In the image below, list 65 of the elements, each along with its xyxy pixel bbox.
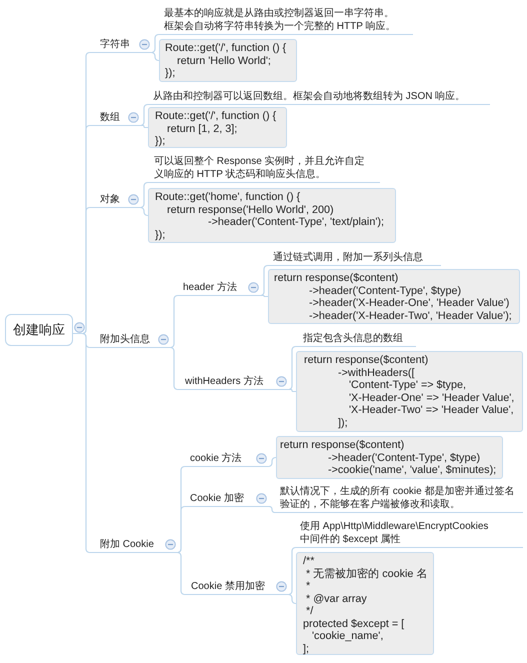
code-line: return [1, 2, 3]; [167,122,238,135]
code-block [159,39,297,82]
code-line: ->header('X-Header-One', 'Header Value') [309,297,510,310]
code-line: Route::get('home', function () { [155,191,300,204]
code-block [296,552,434,655]
code-line: * 无需被加密的 cookie 名 [306,568,428,580]
code-line: ]); [338,416,348,429]
code-line: return response($content) [304,354,428,366]
code-line: 'X-Header-Two' => 'Header Value', [349,404,514,416]
code-line: }); [155,135,166,148]
code-block [268,269,520,324]
code-line: Route::get('/', function () { [165,42,286,54]
code-line: return response($content) [274,272,398,284]
connector-line [139,206,149,216]
code-line: ->withHeaders([ [338,366,415,379]
code-line: 'X-Header-One' => 'Header Value', [349,392,514,404]
description-topic: 最基本的响应就是从路由或控制器返回一串字符串。框架会自动将字符串转换为一个完整的 HTTP 响应。 [159,8,413,35]
description-topic: 默认情况下，生成的所有 cookie 都是加密并通过签名验证的，不能够在客户端被修改和读取。 [276,486,523,513]
connector-line [287,346,297,390]
code-line: 'cookie_name', [312,630,384,642]
connector-line [139,182,149,208]
code-line: return response('Hello World', 200) [167,204,334,216]
description-topic: 使用 App\Http\Middleware\EncryptCookies 中间件的 $except 属性 [296,521,523,548]
code-block [276,436,503,479]
code-block [148,188,396,243]
description-topic: 从路由和控制器可以返回数组。框架会自动地将数组转为 JSON 响应。 [148,90,490,105]
connector-line [176,506,186,554]
connector-line [176,552,186,596]
code-line: * @var array [306,592,367,605]
connector-line [267,456,277,468]
connector-line [169,294,179,348]
code-line: ->cookie('name', 'value', $minutes); [328,464,496,476]
code-line: }); [155,228,166,241]
code-line: /** [303,555,314,568]
code-block [296,351,523,432]
code-line: protected $except = [ [303,618,404,630]
code-line: */ [306,605,314,618]
code-block [148,107,287,148]
connector-line [169,346,179,390]
connector-line [139,104,149,126]
connector-line [150,34,160,54]
code-line: return 'Hello World'; [177,54,271,67]
description-topic: 通过链式调用，附加一系列头信息 [268,252,441,266]
connector-line [287,546,297,596]
code-line: ]; [303,642,309,655]
code-line: return response($content) [280,439,404,452]
code-line: ->header('Content-Type', 'text/plain'); [208,216,384,228]
description-topic: 可以返回整个 Response 实例时，并且允许自定义响应的 HTTP 状态码和响应头信息。 [148,156,380,183]
description-topic: 指定包含头信息的数组 [296,332,416,347]
code-line: * [306,580,310,592]
code-line: ->header('X-Header-Two', 'Header Value'); [309,310,512,322]
connector-line [268,506,276,514]
code-line: ->header('Content-Type', $type) [328,452,480,464]
connector-line [140,124,148,128]
connector-line [73,332,91,554]
code-line: ->header('Content-Type', $type) [309,284,462,297]
connector-line [260,294,268,298]
connector-line [288,388,296,392]
connector-line [287,594,297,604]
root-topic: 创建响应 [5,314,73,346]
code-line: }); [165,67,176,80]
connector-line [150,52,160,62]
code-line: Route::get('/', function () { [155,110,276,122]
connector-line [259,264,269,296]
code-line: 'Content-Type' => $type, [349,379,466,392]
